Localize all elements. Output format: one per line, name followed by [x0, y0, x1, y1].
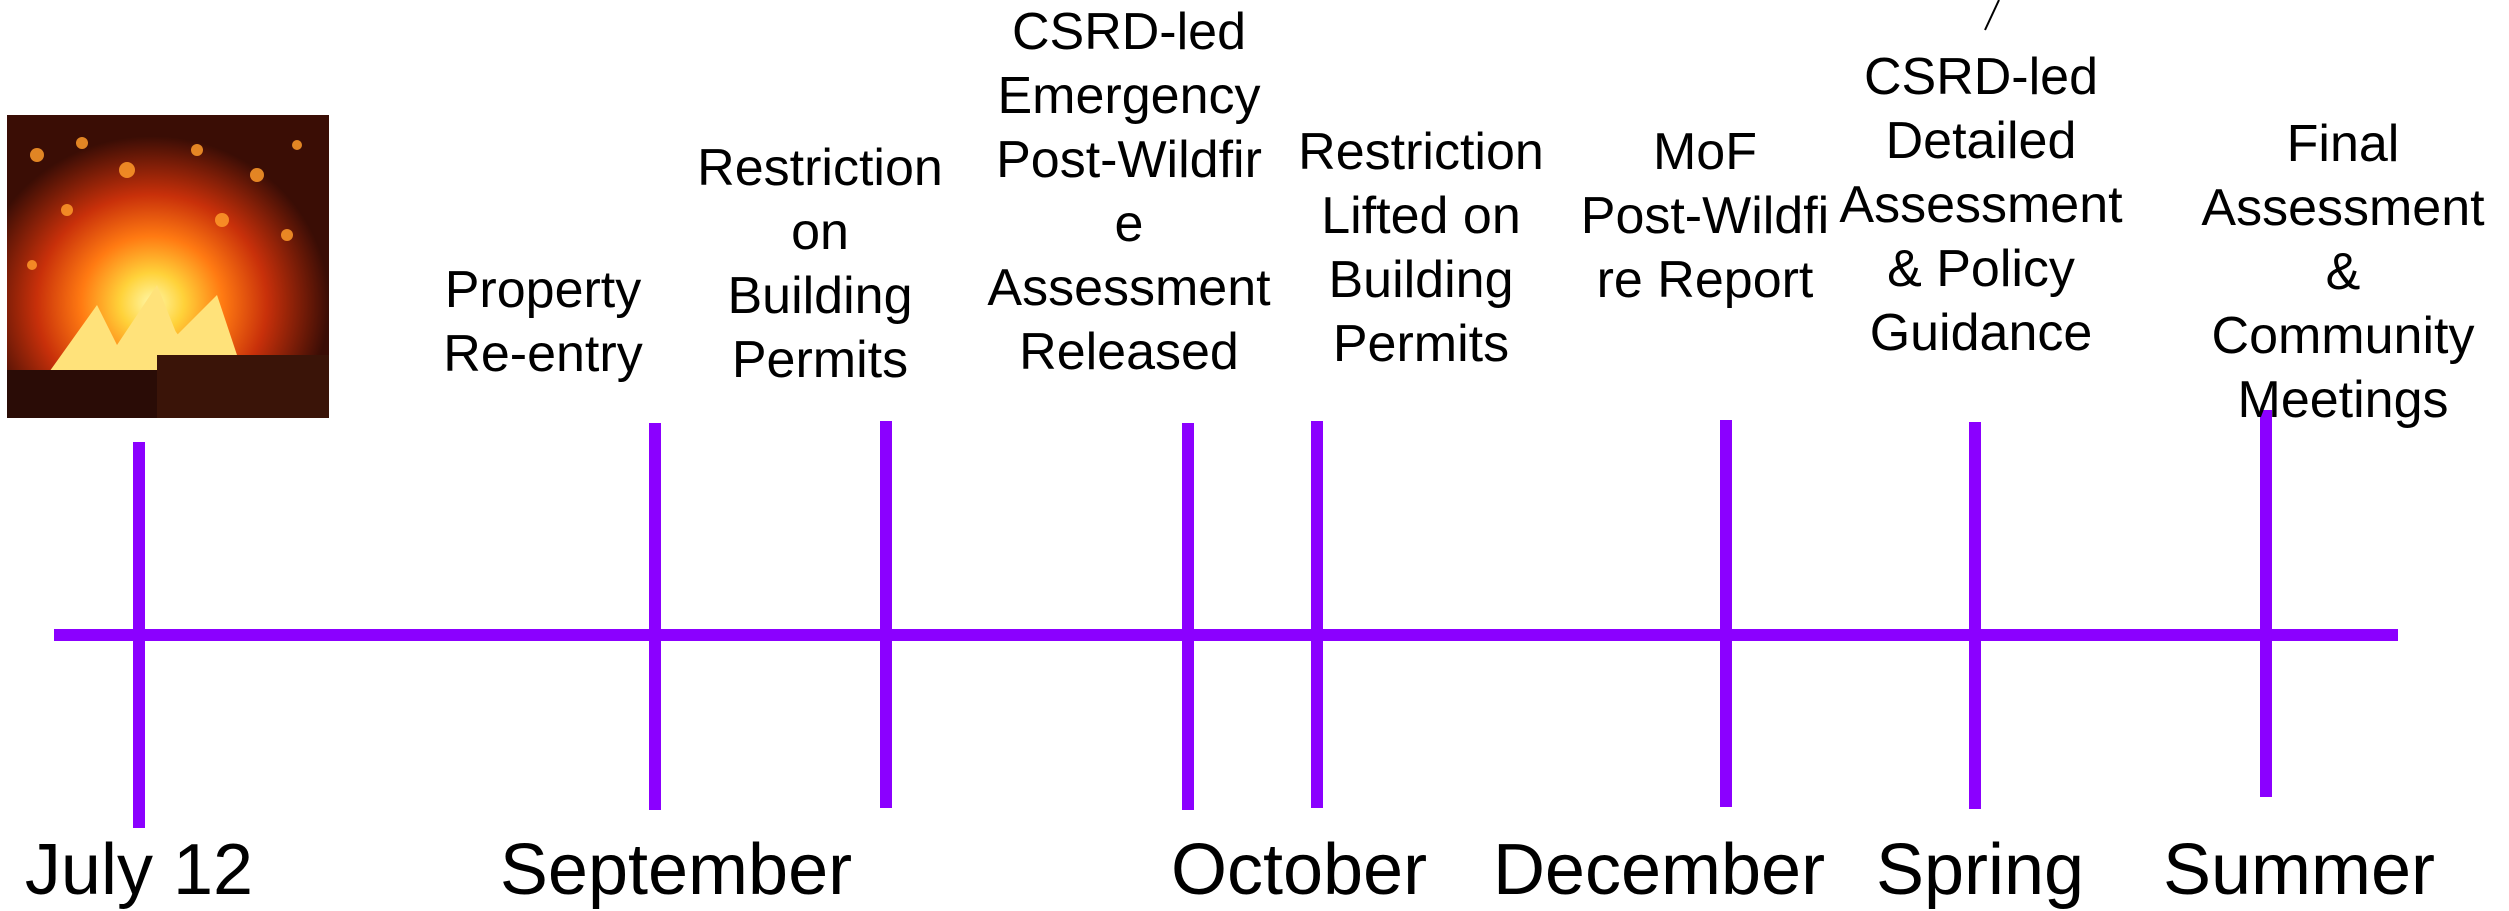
date-label-september: September — [499, 830, 853, 910]
cropped-leader-line — [1984, 0, 2000, 31]
event-label-restriction-building-permits: Restriction on Building Permits — [697, 139, 943, 389]
event-label-property-reentry: Property Re-entry — [443, 261, 643, 383]
date-label-spring: Spring — [1875, 830, 2085, 910]
date-label-december: December — [1492, 830, 1826, 910]
date-label-october: October — [1170, 830, 1428, 910]
event-label-mof-report: MoF Post-Wildfi re Report — [1580, 123, 1830, 309]
event-label-emergency-assessment: CSRD-led Emergency Post-Wildfir e Assess… — [987, 3, 1271, 381]
date-label-july-12: July 12 — [24, 830, 254, 910]
event-label-final-assessment: Final Assessment & Community Meetings — [2201, 115, 2485, 429]
date-label-summer: Summer — [2162, 830, 2436, 910]
wildfire-photo — [7, 115, 329, 418]
event-label-detailed-assessment: CSRD-led Detailed Assessment & Policy Gu… — [1839, 48, 2123, 362]
event-label-restriction-lifted: Restriction Lifted on Building Permits — [1298, 123, 1544, 373]
